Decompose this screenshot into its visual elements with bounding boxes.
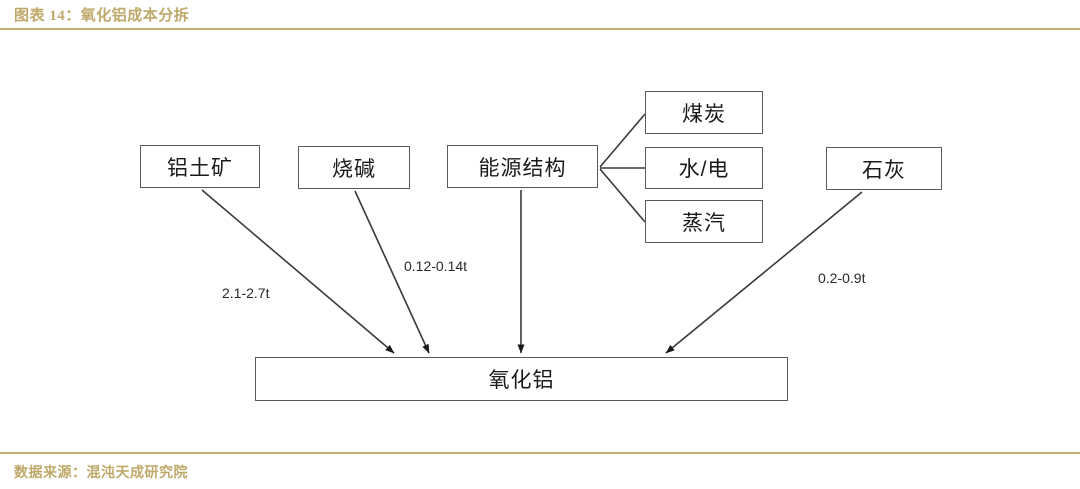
node-bauxite-label: 铝土矿 [167,156,233,180]
page-title: 图表 14：氧化铝成本分拆 [14,8,190,24]
edge-label-bauxite-ratio: 2.1-2.7t [222,285,270,301]
node-caustic-soda-label: 烧碱 [332,157,376,181]
edge-energy-to-coal [599,113,646,168]
node-alumina-label: 氧化铝 [488,369,555,392]
edge-label-lime-ratio: 0.2-0.9t [818,270,866,286]
node-hydro-power[interactable]: 水/电 [645,147,763,189]
node-energy-structure[interactable]: 能源结构 [447,145,598,188]
node-lime-label: 石灰 [862,158,906,182]
edge-caustic-to-alumina [354,190,430,354]
footer-divider [0,452,1080,454]
diagram-edges [201,113,863,354]
edge-lime-to-alumina [665,191,863,354]
node-coal-label: 煤炭 [682,102,726,126]
node-energy-structure-label: 能源结构 [478,156,567,180]
header-divider [0,28,1080,30]
edge-label-caustic-ratio: 0.12-0.14t [404,258,468,274]
node-caustic-soda[interactable]: 烧碱 [298,146,410,189]
node-lime[interactable]: 石灰 [826,147,942,190]
edge-energy-to-steam [599,168,646,223]
cost-breakdown-diagram: 铝土矿 烧碱 能源结构 煤炭 水/电 蒸汽 石灰 氧化铝 2.1-2.7t 0.… [0,30,1080,450]
node-hydro-power-label: 水/电 [678,158,730,181]
node-bauxite[interactable]: 铝土矿 [140,145,260,188]
edge-bauxite-to-alumina [201,189,395,354]
node-steam[interactable]: 蒸汽 [645,200,763,243]
node-coal[interactable]: 煤炭 [645,91,763,134]
data-source: 数据来源：混沌天成研究院 [14,466,188,481]
node-steam-label: 蒸汽 [682,211,726,235]
node-alumina[interactable]: 氧化铝 [255,357,788,401]
